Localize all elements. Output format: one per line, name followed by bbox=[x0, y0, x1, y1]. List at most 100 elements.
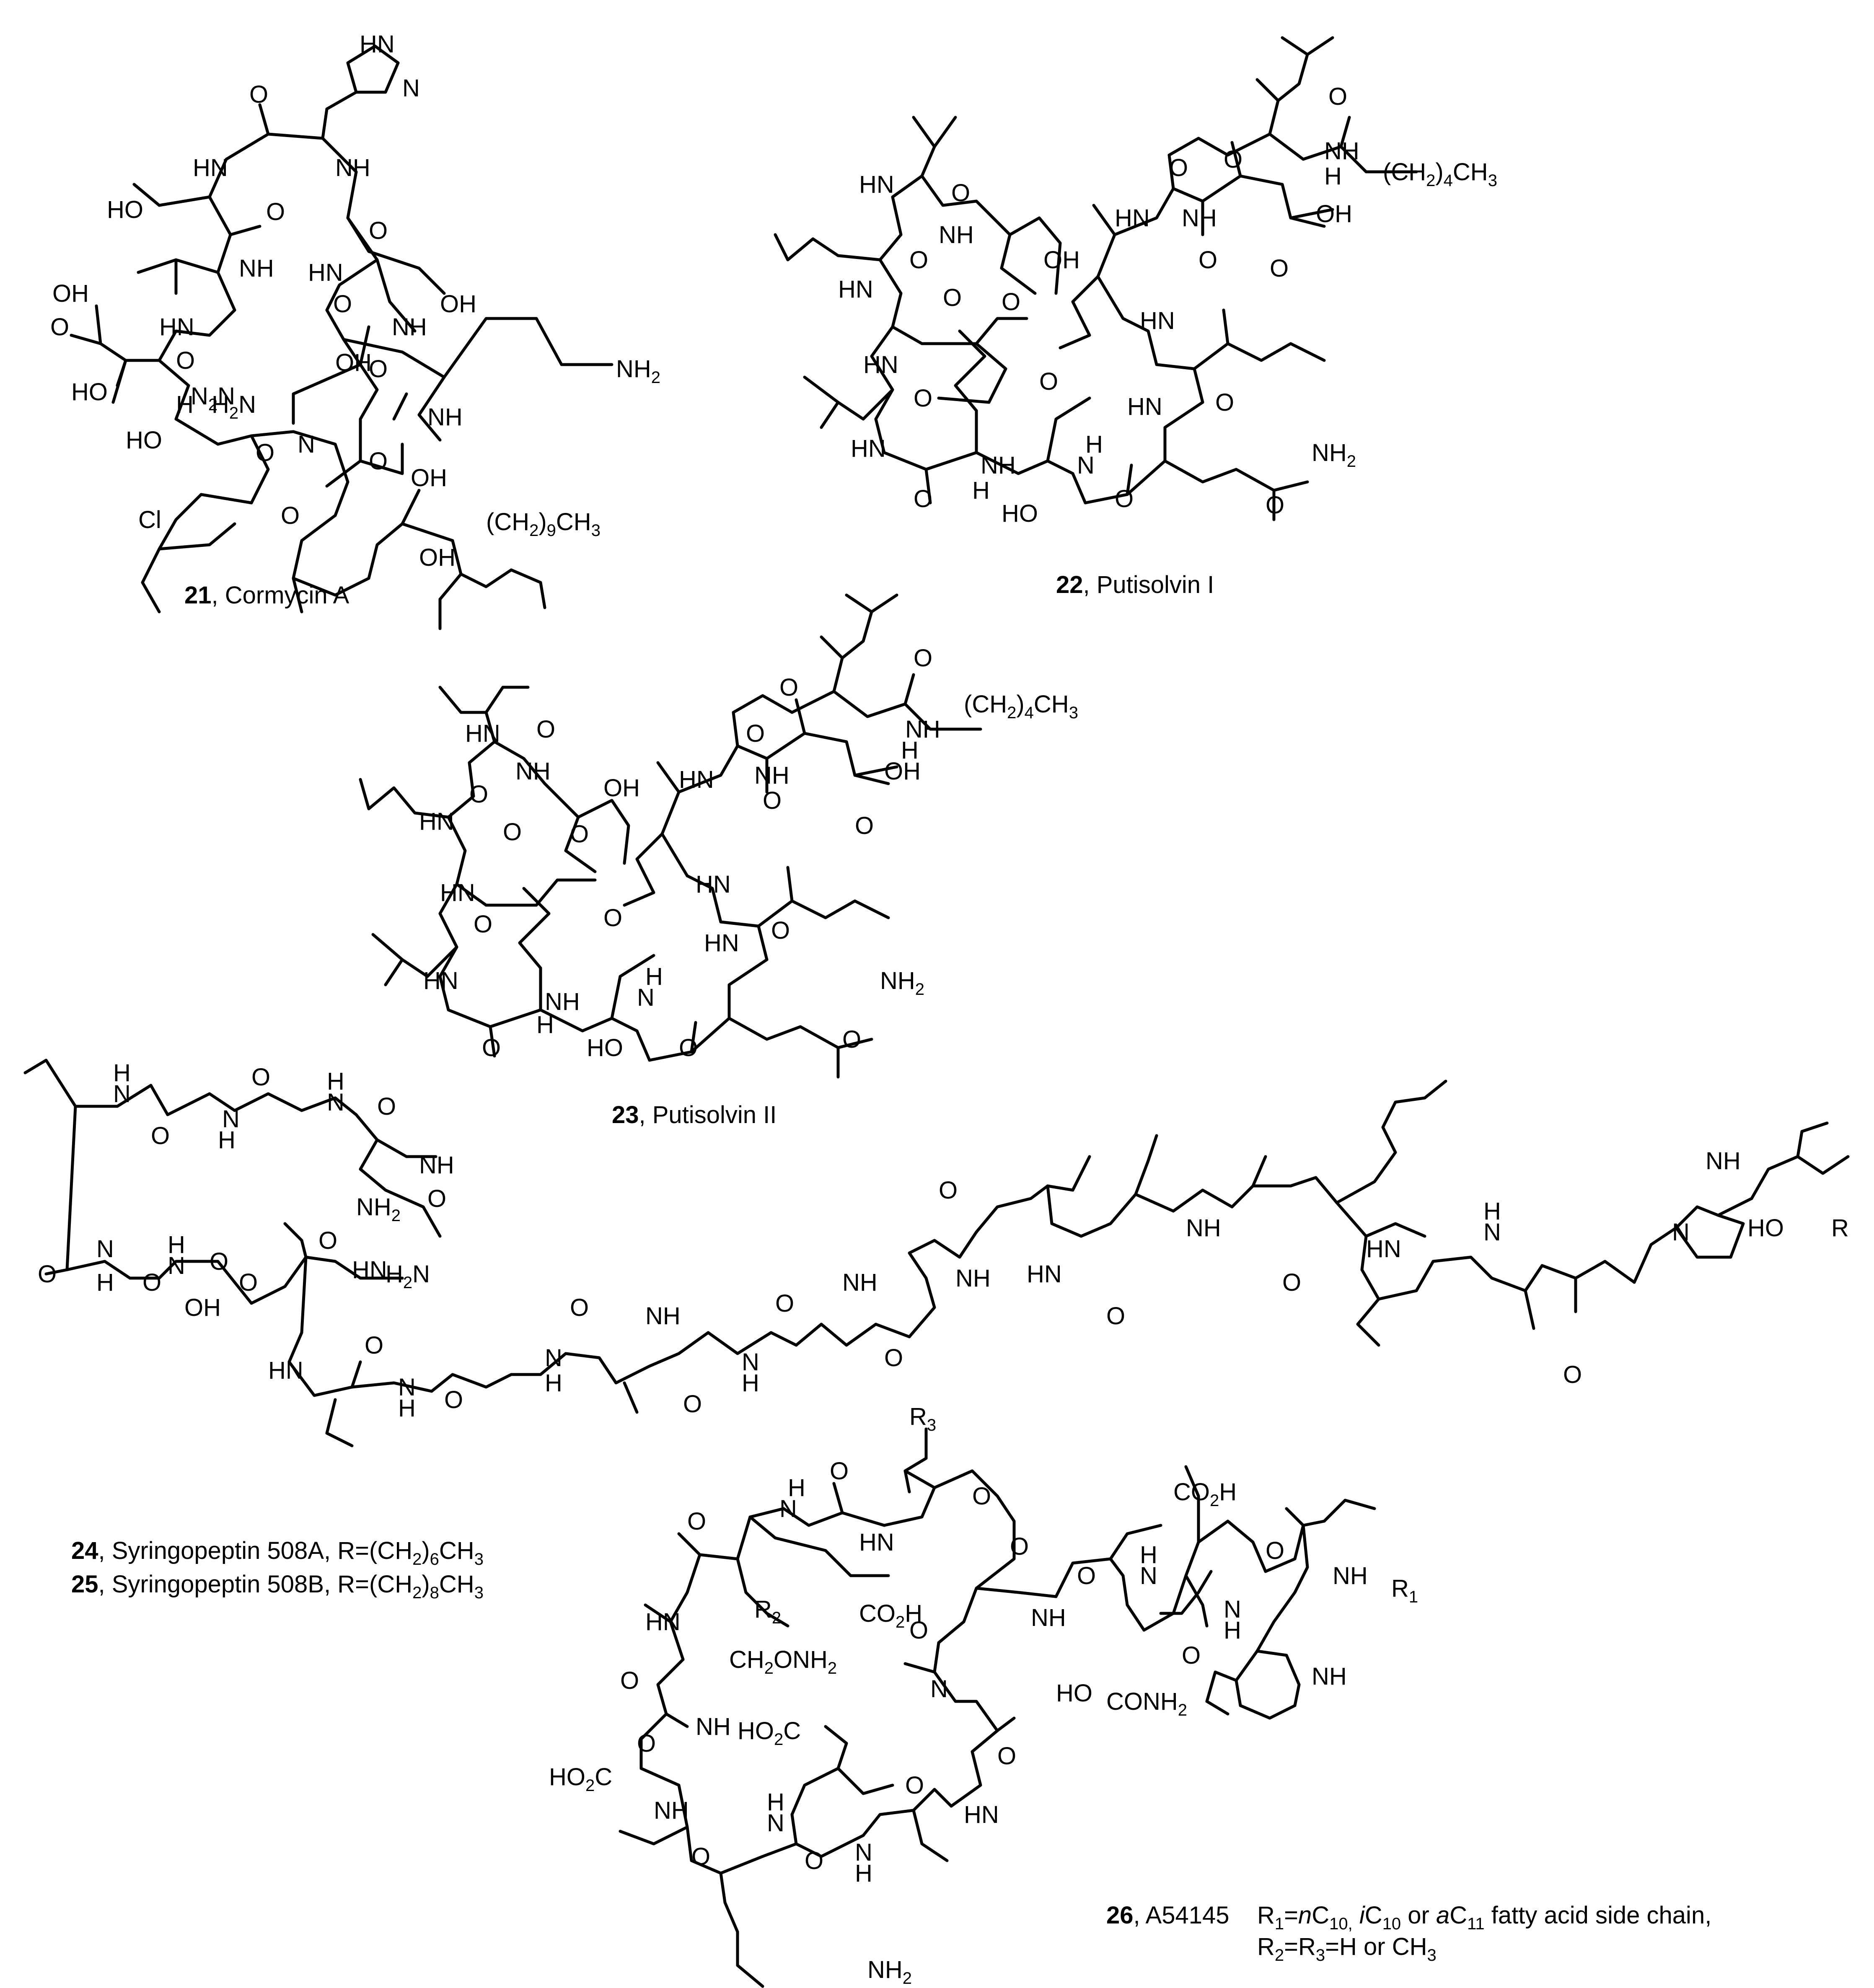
atom-label: O bbox=[855, 812, 874, 839]
atom-label: N bbox=[637, 984, 655, 1011]
atom-label: O bbox=[603, 904, 622, 932]
atom-label: R bbox=[1831, 1214, 1849, 1242]
atom-label: HN bbox=[159, 313, 194, 341]
atom-label: O bbox=[1224, 146, 1242, 173]
atom-label: N bbox=[742, 1349, 759, 1376]
atom-label: NH bbox=[1706, 1147, 1741, 1175]
atom-label: O bbox=[914, 645, 932, 672]
atom-label: O bbox=[1282, 1269, 1301, 1296]
atom-label: H bbox=[645, 963, 663, 990]
nh2-label: NH bbox=[616, 355, 651, 383]
atom-label: O bbox=[50, 313, 69, 341]
atom-label: HN bbox=[696, 871, 731, 898]
atom-label: NH2 bbox=[356, 1193, 401, 1225]
atom-label: CONH2 bbox=[1106, 1688, 1187, 1719]
structure-21: HN N O HN NH HO O O NH HN OH OH O NH HN … bbox=[50, 31, 660, 630]
atom-label: O bbox=[176, 347, 195, 374]
atom-label: HN bbox=[193, 154, 228, 181]
atom-label: O bbox=[1039, 368, 1058, 395]
structure-22: HN O NH OH O HN O O HN O HN O NH H O H N… bbox=[774, 36, 1497, 598]
atom-label: OH bbox=[411, 464, 447, 492]
atom-label: NH bbox=[392, 313, 427, 341]
atom-label: O bbox=[503, 818, 522, 846]
atom-label: H bbox=[855, 1860, 872, 1887]
atom-label: NH bbox=[754, 762, 789, 789]
atom-label: OH bbox=[52, 280, 89, 307]
atom-label: R2 bbox=[754, 1596, 781, 1627]
atom-label: NH bbox=[955, 1265, 991, 1292]
atom-label: O bbox=[909, 246, 928, 274]
atom-label: H bbox=[168, 1231, 185, 1258]
atom-label: O bbox=[570, 821, 589, 848]
atom-label: O bbox=[1106, 1302, 1125, 1330]
atom-label: H bbox=[398, 1395, 416, 1422]
atom-label: O bbox=[1169, 154, 1188, 181]
atom-label: H bbox=[536, 1011, 554, 1038]
atom-label: OH bbox=[1316, 200, 1352, 228]
atom-label: O bbox=[1002, 288, 1020, 316]
atom-label: N bbox=[168, 1252, 185, 1279]
atom-label: NH bbox=[696, 1713, 731, 1740]
atom-label: HO bbox=[1056, 1680, 1092, 1707]
atom-label: HN bbox=[1366, 1235, 1401, 1263]
atom-label: O bbox=[210, 1248, 228, 1275]
atom-label: HN bbox=[1140, 307, 1175, 334]
atom-label: O bbox=[909, 1617, 928, 1644]
atom-label: NH bbox=[1186, 1214, 1221, 1242]
atom-label: N bbox=[113, 1080, 131, 1108]
caption-21: 21, Cormycin A bbox=[184, 582, 349, 609]
atom-label: N bbox=[1224, 1596, 1241, 1623]
caption-23: 23, Putisolvin II bbox=[612, 1101, 777, 1129]
atom-label: OH bbox=[419, 544, 456, 571]
atom-label: HO bbox=[71, 378, 108, 406]
atom-label: N bbox=[779, 1495, 797, 1522]
atom-label: OH bbox=[184, 1294, 221, 1321]
atom-label: O bbox=[1198, 246, 1217, 274]
atom-label: O bbox=[482, 1034, 501, 1061]
atom-label: O bbox=[620, 1667, 639, 1694]
atom-label: N bbox=[930, 1675, 948, 1703]
atom-label: HN bbox=[1115, 204, 1150, 232]
caption-26-r1: R1=nC10, iC10 or aC11 fatty acid side ch… bbox=[1257, 1902, 1711, 1933]
atom-label: HN bbox=[645, 1608, 681, 1636]
atom-label: O bbox=[474, 911, 492, 938]
atom-label: HN bbox=[851, 435, 886, 462]
atom-label: O bbox=[333, 290, 352, 318]
atom-label: H bbox=[327, 1068, 344, 1095]
atom-label: O bbox=[38, 1261, 57, 1288]
atom-label: O bbox=[884, 1344, 903, 1372]
structure-26: R3 O H N O HN O O R2 CO2H HN CH2ONH2 O N… bbox=[549, 1403, 1711, 1988]
atom-label: O bbox=[318, 1227, 337, 1254]
atom-label: O bbox=[536, 716, 555, 743]
atom-label: HN bbox=[360, 31, 395, 58]
atom-label: HN bbox=[1127, 393, 1162, 420]
atom-label: O bbox=[377, 1093, 396, 1120]
atom-label: O bbox=[266, 198, 285, 225]
atom-label: O bbox=[369, 448, 388, 475]
atom-label: O bbox=[1266, 1537, 1284, 1564]
atom-label: O bbox=[691, 1843, 710, 1870]
atom-label: O bbox=[1266, 492, 1284, 519]
atom-label: HO2C bbox=[549, 1763, 612, 1795]
atom-label: HN bbox=[859, 1529, 894, 1556]
atom-label: H bbox=[1324, 163, 1342, 190]
atom-label: H bbox=[972, 477, 990, 504]
atom-label: N bbox=[327, 1089, 344, 1116]
atom-label: O bbox=[239, 1269, 258, 1296]
atom-label: O bbox=[830, 1457, 849, 1485]
atom-label: R1 bbox=[1391, 1575, 1418, 1606]
atom-label: O bbox=[444, 1386, 463, 1413]
atom-label: HN bbox=[268, 1357, 303, 1384]
atom-label: O bbox=[763, 787, 782, 814]
atom-label: OH bbox=[1043, 246, 1080, 274]
atom-label: O bbox=[842, 1026, 861, 1053]
caption-24: 24, Syringopeptin 508A, R=(CH2)6CH3 bbox=[71, 1537, 484, 1569]
atom-label: NH bbox=[1333, 1562, 1368, 1589]
atom-label: HN bbox=[679, 766, 714, 793]
atom-label: O bbox=[256, 439, 274, 466]
atom-label: N2N bbox=[191, 383, 235, 414]
atom-label: O bbox=[1115, 485, 1134, 513]
atom-label: HN bbox=[440, 879, 475, 906]
atom-label: O bbox=[369, 355, 388, 383]
